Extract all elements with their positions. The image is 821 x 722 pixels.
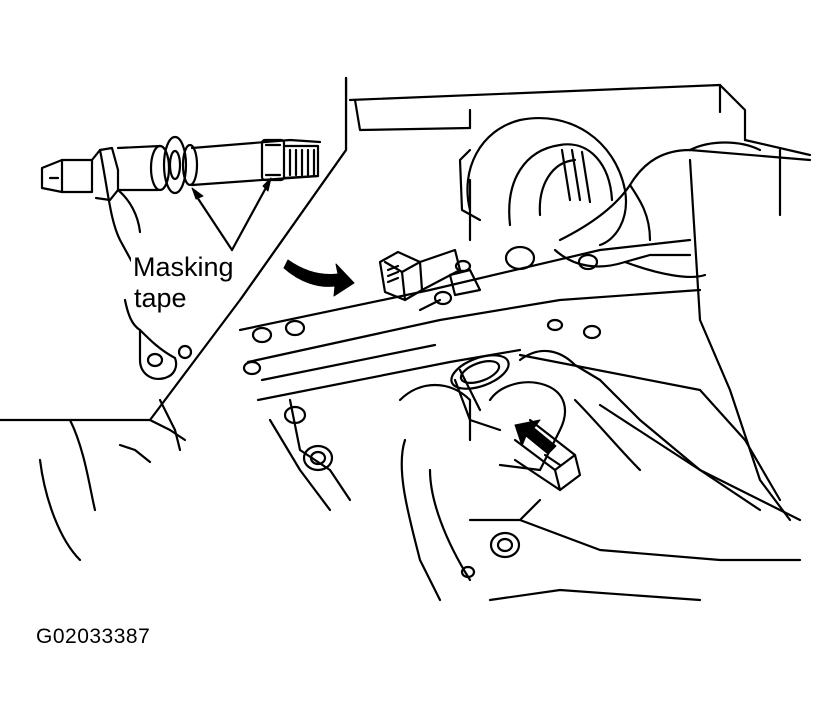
lower-hand bbox=[398, 349, 802, 602]
callout-label-tape: tape bbox=[132, 283, 189, 313]
callout-label-masking: Masking bbox=[131, 252, 236, 282]
pointer-arrow bbox=[283, 259, 355, 297]
inset-detail bbox=[0, 76, 348, 562]
leader-arrowhead-right bbox=[262, 177, 272, 192]
crank-pulley bbox=[450, 354, 582, 492]
bolt bbox=[378, 248, 462, 302]
insertion-arrow bbox=[514, 419, 557, 455]
upper-hand bbox=[553, 141, 812, 278]
figure-id: G02033387 bbox=[36, 625, 151, 648]
leader-arrowhead-left bbox=[191, 187, 204, 200]
engine-block bbox=[238, 76, 812, 602]
